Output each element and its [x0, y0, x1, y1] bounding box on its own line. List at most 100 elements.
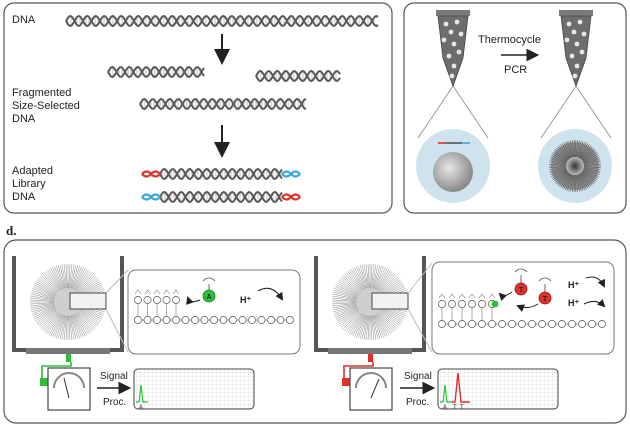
primer-base: [153, 296, 161, 304]
electrode-right: [342, 378, 350, 386]
bead-ray: [68, 264, 71, 291]
bead-ray: [361, 313, 368, 340]
amplicon-ray: [549, 168, 567, 174]
bead-after-core: [566, 157, 584, 175]
bead-ray: [371, 313, 375, 340]
signal-label-left: Signal: [100, 371, 128, 382]
amplicon-ray: [550, 156, 567, 164]
amplicon-ray: [580, 172, 593, 186]
primer-base: [448, 300, 456, 308]
bead-ray: [365, 313, 369, 340]
bead-ray: [379, 309, 400, 327]
bead-ray: [345, 311, 363, 332]
bead-ray: [333, 305, 359, 314]
amplicon-ray: [583, 169, 599, 177]
sugar-phosphate: [134, 289, 142, 295]
bead-ray: [332, 302, 359, 305]
bead-ray: [374, 313, 384, 338]
panel-d-label: d.: [6, 223, 16, 238]
bead-ray: [63, 264, 67, 291]
amplicon-ray: [581, 171, 596, 183]
tube-right-cap: [559, 10, 593, 16]
bead-ray: [35, 308, 59, 323]
amplicon-ray: [549, 167, 567, 172]
bead-ray: [74, 311, 91, 333]
amplicon-ray: [581, 149, 596, 161]
helix-strand-b: [107, 65, 205, 79]
bead-ray: [31, 305, 57, 314]
bead-ray: [350, 268, 365, 292]
amplicon-ray: [578, 141, 586, 158]
sugar-phosphate: [172, 289, 180, 295]
bead-ray: [77, 277, 98, 295]
nucleotide-t1-right: [514, 282, 528, 296]
bead-ray: [30, 293, 57, 300]
amplicon-ray: [563, 173, 572, 190]
bead-ray: [352, 268, 365, 292]
bead-ray: [40, 274, 60, 294]
bead-ray: [350, 312, 365, 336]
bead-ray: [379, 308, 403, 323]
bead-ray: [367, 264, 370, 291]
bead-ray: [336, 307, 360, 322]
zoom-panel-left-frame: [127, 269, 301, 355]
bead-ray: [340, 277, 361, 295]
amplicon-ray: [576, 174, 580, 192]
bead-ray: [71, 265, 80, 291]
amplicon-ray: [549, 166, 567, 169]
bead-ray: [377, 272, 395, 293]
template-base: [143, 316, 152, 324]
panel-library-prep: DNA Fragmented Size-Selected DNA Adapted…: [3, 2, 393, 214]
bead-ray: [378, 309, 399, 328]
template-base: [568, 320, 576, 328]
tube-droplet: [448, 29, 454, 35]
bead-ray: [72, 312, 84, 337]
bead-ray: [47, 269, 62, 293]
amplicon-ray: [583, 162, 601, 166]
tube-left-cap: [436, 10, 470, 16]
bead-ray: [375, 312, 388, 336]
bead-ray: [354, 312, 366, 337]
bead-ray: [30, 297, 57, 301]
bead-ray: [376, 271, 393, 293]
sugar-left: [202, 277, 216, 282]
bead-ray: [345, 272, 363, 293]
voltmeter-right-dial: [355, 372, 387, 389]
amplicon-ray: [583, 155, 599, 163]
amplicon-ray: [583, 166, 601, 169]
bead-ray: [377, 311, 395, 332]
amplicon-ray: [551, 153, 568, 163]
bead-ray: [370, 264, 373, 291]
bead-ray: [347, 271, 364, 293]
amplicon-ray: [557, 146, 570, 160]
bead-ray: [69, 313, 73, 340]
bead-ray: [30, 304, 57, 311]
bead-ray: [45, 271, 62, 293]
electrode-left: [40, 378, 48, 386]
bead-ray: [70, 313, 77, 340]
amplicon-ray: [568, 174, 574, 192]
trace-right-label-t1: T: [453, 405, 457, 411]
bead-ray: [356, 313, 366, 338]
amplicon-ray: [570, 140, 574, 158]
template-base: [162, 316, 171, 324]
helix-strand-b: [65, 14, 379, 28]
template-base: [478, 320, 486, 328]
panel-emulsion-pcr: Thermocycle PCR: [403, 2, 627, 214]
zoom-box-right: [371, 292, 409, 310]
bead-ray: [32, 306, 57, 316]
template-base: [578, 320, 586, 328]
amplicon-ray: [550, 168, 567, 176]
trace-plot-left-frame: [133, 368, 255, 410]
bead-ray: [352, 312, 365, 336]
amplicon-ray: [563, 142, 572, 159]
amplicon-ray: [579, 143, 589, 159]
bead-ray: [75, 272, 93, 293]
incorporated-a-right: [491, 300, 499, 308]
voltmeter-right: [349, 367, 393, 411]
helix-strand-b: [139, 97, 307, 111]
proc-label-left: Proc.: [103, 397, 126, 408]
bead-ray: [372, 264, 379, 291]
bead-ray: [34, 282, 58, 297]
template-base: [238, 316, 247, 324]
